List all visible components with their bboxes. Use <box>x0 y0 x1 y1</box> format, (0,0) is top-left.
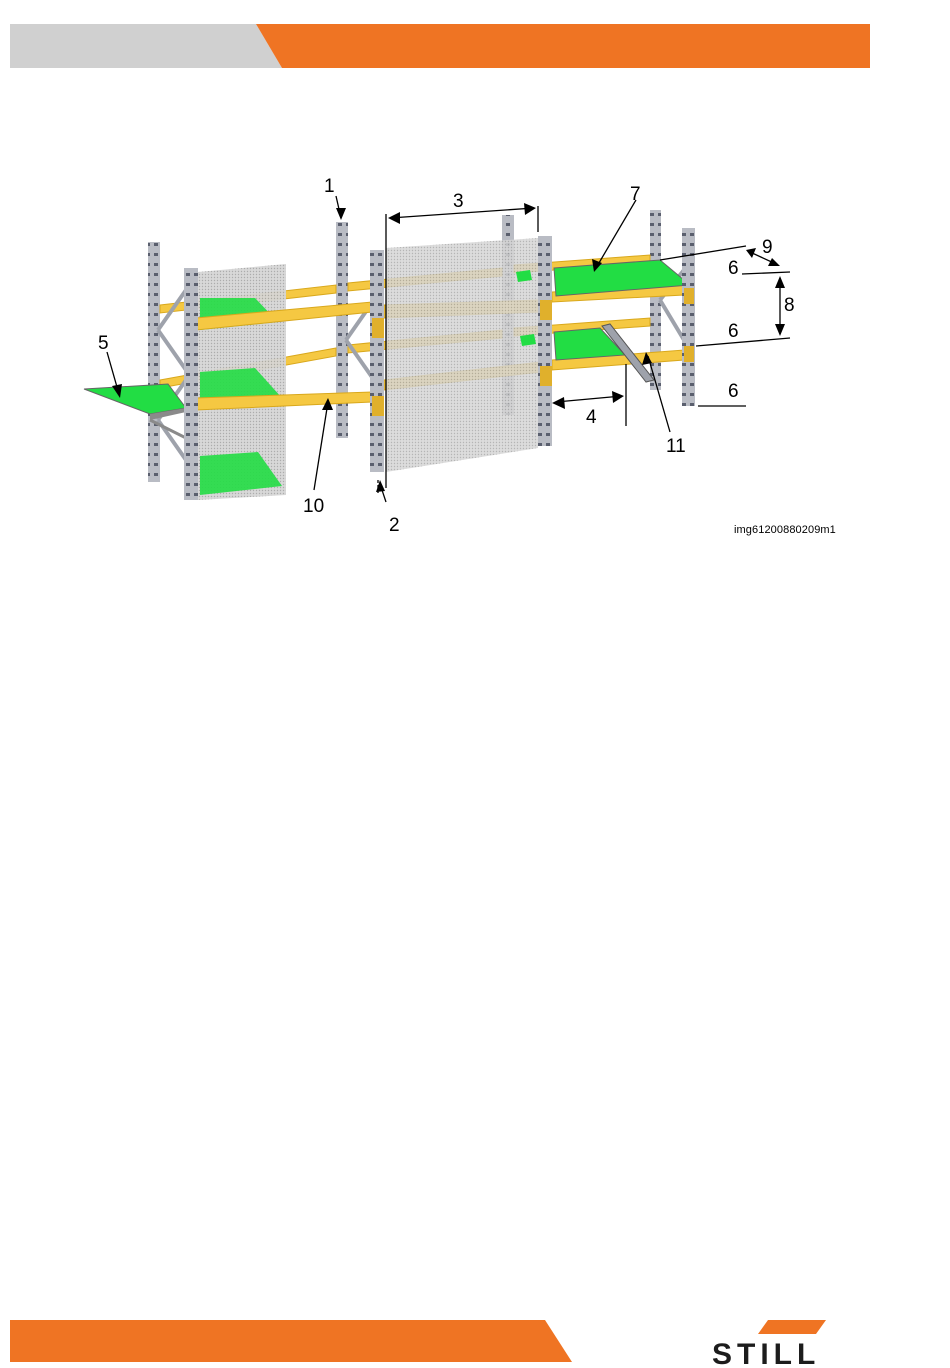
callout-4: 4 <box>586 407 597 428</box>
callout-6-top: 6 <box>728 258 739 279</box>
footer-orange-band <box>10 1320 572 1362</box>
still-logo: STILL <box>708 1318 878 1368</box>
racking-illustration: 1 2 3 4 5 6 6 6 7 8 9 10 11 <box>70 160 870 560</box>
callout-9: 9 <box>762 237 773 258</box>
callout-6-bottom: 6 <box>728 381 739 402</box>
mesh-panel-left <box>198 264 286 500</box>
header-banner <box>0 0 950 80</box>
callout-11: 11 <box>666 436 686 457</box>
header-gray-band <box>10 24 282 68</box>
logo-accent <box>758 1320 826 1334</box>
callout-1: 1 <box>324 176 335 197</box>
callout-3: 3 <box>453 191 464 212</box>
callout-5: 5 <box>98 333 109 354</box>
callout-6-middle: 6 <box>728 321 739 342</box>
image-id: img61200880209m1 <box>734 524 836 536</box>
callout-10: 10 <box>303 496 324 517</box>
mesh-panel-center <box>386 238 538 472</box>
cantilever-shelf <box>84 384 186 438</box>
header-orange-band <box>256 24 870 68</box>
callout-7: 7 <box>630 184 641 205</box>
callout-2: 2 <box>389 515 400 536</box>
logo-text: STILL <box>712 1338 820 1368</box>
callout-8: 8 <box>784 295 795 316</box>
